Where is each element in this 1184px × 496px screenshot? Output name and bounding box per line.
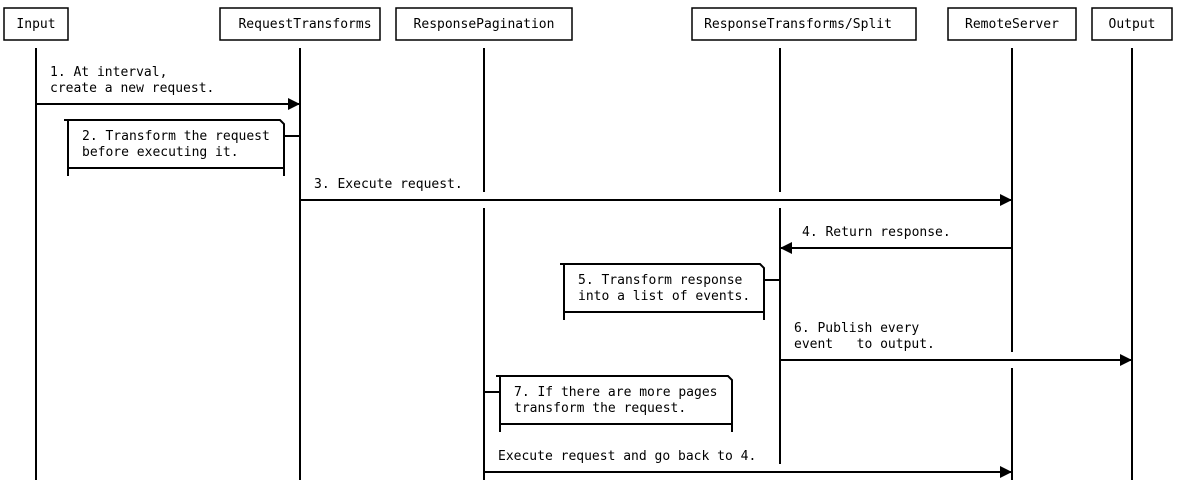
message-3: 3. Execute request. [300, 177, 1012, 206]
message-4-line-1: 4. Return response. [802, 225, 951, 240]
participant-response-transforms-split: ResponseTransforms/Split [691, 7, 917, 41]
message-8: Execute request and go back to 4. [484, 449, 1012, 478]
message-6: 6. Publish every event to output. [780, 321, 1132, 366]
message-6-line-2: event to output. [794, 337, 935, 352]
participant-remote-server-label: RemoteServer [965, 17, 1059, 32]
message-4: 4. Return response. [780, 225, 1012, 254]
participant-output-label: Output [1109, 17, 1156, 32]
participant-response-transforms-split-label: ResponseTransforms/Split [704, 17, 892, 32]
participant-request-transforms-label: RequestTransforms [238, 17, 371, 32]
participant-remote-server: RemoteServer [947, 7, 1077, 41]
participant-response-pagination-label: ResponsePagination [414, 17, 555, 32]
message-8-line-1: Execute request and go back to 4. [498, 449, 756, 464]
message-7-note: 7. If there are more pages transform the… [484, 375, 733, 432]
participant-input: Input [3, 7, 69, 41]
participant-output: Output [1091, 7, 1173, 41]
message-1-line-1: 1. At interval, [50, 65, 167, 80]
message-5-line-1: 5. Transform response [578, 273, 743, 288]
participant-response-pagination: ResponsePagination [395, 7, 573, 41]
message-1: 1. At interval, create a new request. [36, 65, 300, 110]
message-2-note: 2. Transform the request before executin… [64, 119, 300, 176]
message-1-line-2: create a new request. [50, 81, 214, 96]
message-3-line-1: 3. Execute request. [314, 177, 463, 192]
message-7-line-2: transform the request. [514, 401, 686, 416]
message-5-note-bracket [560, 263, 780, 320]
message-2-line-1: 2. Transform the request [82, 129, 270, 144]
message-7-note-bracket [484, 375, 733, 432]
message-2-line-2: before executing it. [82, 145, 239, 160]
message-7-line-1: 7. If there are more pages [514, 385, 718, 400]
message-2-note-bracket [64, 119, 300, 176]
message-6-line-1: 6. Publish every [794, 321, 919, 336]
participant-input-label: Input [16, 17, 55, 32]
participant-request-transforms: RequestTransforms [219, 7, 381, 41]
message-5-line-2: into a list of events. [578, 289, 750, 304]
message-5-note: 5. Transform response into a list of eve… [560, 263, 780, 320]
